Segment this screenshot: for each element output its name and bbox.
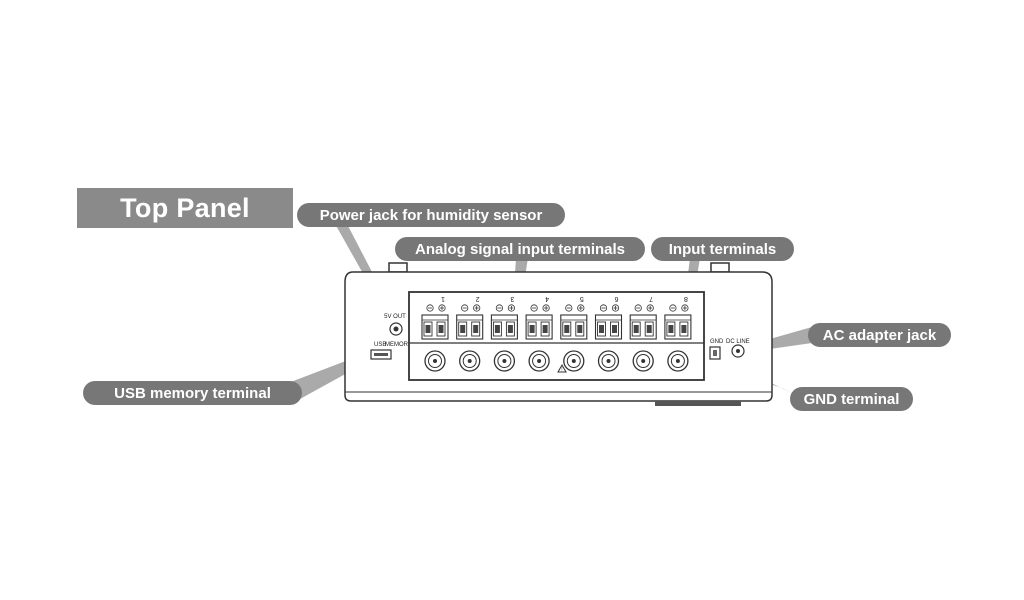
channel-number: 4 xyxy=(545,295,549,302)
channel-6: 6 xyxy=(594,295,623,372)
channel-number: 3 xyxy=(510,295,514,302)
channel-number: 1 xyxy=(441,295,445,302)
channel-number: 7 xyxy=(649,295,653,302)
callout-usb-memory: USB memory terminal xyxy=(83,381,302,405)
memory-label: MEMORY xyxy=(385,342,412,348)
usb-label: USB xyxy=(374,342,386,348)
callout-power-jack: Power jack for humidity sensor xyxy=(297,203,565,227)
channel-4: 4 xyxy=(525,295,553,372)
gnd-label: GND xyxy=(710,339,724,345)
channel-number: 6 xyxy=(614,295,618,302)
callout-analog-inputs: Analog signal input terminals xyxy=(395,237,645,261)
callout-gnd: GND terminal xyxy=(790,387,913,411)
channel-7: 7 xyxy=(629,295,657,372)
left-controls: 5V OUT USB MEMORY xyxy=(370,314,412,360)
channel-number: 5 xyxy=(580,295,584,302)
dc-line-label: DC LINE xyxy=(726,339,750,345)
channel-2: 2 xyxy=(456,295,484,372)
diagram-title: Top Panel xyxy=(77,188,293,228)
channel-5: 5 xyxy=(560,295,588,372)
channel-3: 3 xyxy=(490,295,518,372)
channel-number: 8 xyxy=(684,295,688,302)
svg-text:!: ! xyxy=(561,367,562,373)
channel-8: 8 xyxy=(664,295,692,372)
callout-ac-adapter: AC adapter jack xyxy=(808,323,951,347)
terminal-block: 1 2 3 4 5 6 7 8 ! xyxy=(408,291,705,381)
warning-triangle-icon: ! xyxy=(557,363,567,373)
five-v-out-label: 5V OUT xyxy=(384,314,406,320)
right-controls: GND DC LINE xyxy=(709,339,750,360)
callout-input-terminals: Input terminals xyxy=(651,237,794,261)
channel-number: 2 xyxy=(476,295,480,302)
channel-1: 1 xyxy=(421,295,449,372)
